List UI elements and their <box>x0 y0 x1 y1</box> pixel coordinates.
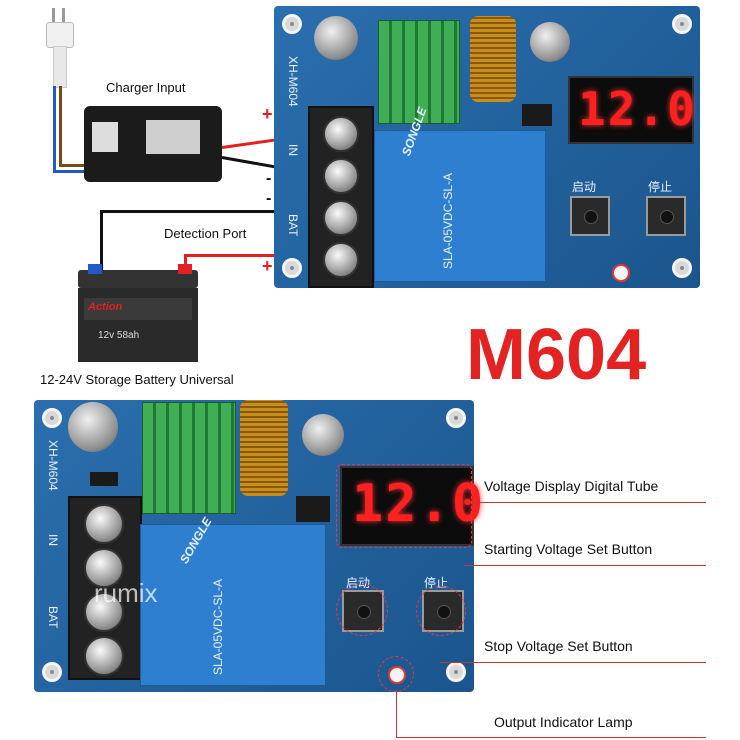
battery-spec: 12v 58ah <box>98 330 140 341</box>
top-start-button[interactable] <box>570 196 610 236</box>
callout-stop-button: Stop Voltage Set Button <box>484 638 633 654</box>
plug-wire-blue <box>53 86 56 172</box>
bottom-ic-chip <box>296 496 330 522</box>
top-circuit-board: XH-M604 IN BAT SONGLE SLA-05VDC-SL-A 12.… <box>274 6 700 288</box>
plug-wire-brown <box>59 86 62 166</box>
top-terminal-block <box>308 106 374 288</box>
detection-minus-sign: - <box>266 190 272 207</box>
bottom-capacitor-left <box>68 402 118 452</box>
bottom-inductor-coil <box>240 400 288 496</box>
detection-wire-red <box>184 254 306 257</box>
bottom-circuit-board: XH-M604 IN BAT SONGLE SLA-05VDC-SL-A 12.… <box>34 400 483 692</box>
battery-brand: Action <box>88 301 123 313</box>
bottom-terminal-bat-label: BAT <box>46 606 60 629</box>
top-capacitor-left <box>314 16 358 60</box>
charger-plus-sign: + <box>262 104 273 124</box>
top-board-label: XH-M604 <box>286 56 300 107</box>
top-stop-button-label: 停止 <box>648 180 673 194</box>
bottom-heatsink <box>142 402 236 514</box>
storage-battery: Action 12v 58ah <box>78 264 198 362</box>
battery-caption: 12-24V Storage Battery Universal <box>40 372 234 387</box>
top-relay-model: SLA-05VDC-SL-A <box>441 172 455 269</box>
bottom-voltage-display: 12.0 <box>340 466 483 546</box>
stop-button-highlight <box>416 586 466 636</box>
charger-adapter <box>84 106 222 182</box>
top-terminal-in-label: IN <box>286 144 300 156</box>
top-capacitor-right <box>530 22 570 62</box>
bottom-relay: SONGLE SLA-05VDC-SL-A <box>140 515 326 686</box>
led-highlight <box>378 656 414 692</box>
callout-start-button: Starting Voltage Set Button <box>484 541 653 557</box>
power-plug <box>44 8 74 98</box>
bottom-board-label: XH-M604 <box>46 440 60 491</box>
watermark-text: rumix <box>94 578 158 608</box>
display-highlight-outline <box>336 464 472 548</box>
top-heatsink <box>378 20 460 124</box>
charger-minus-sign: - <box>266 170 272 187</box>
top-start-button-label: 启动 <box>572 180 597 194</box>
bottom-relay-brand: SONGLE <box>177 515 215 566</box>
bottom-terminal-in-label: IN <box>46 534 60 546</box>
bottom-capacitor-right <box>302 414 344 456</box>
detection-port-label: Detection Port <box>164 226 247 241</box>
callout-voltage-display: Voltage Display Digital Tube <box>484 478 659 494</box>
start-button-highlight <box>336 584 388 636</box>
top-terminal-bat-label: BAT <box>286 214 300 237</box>
bottom-small-component <box>90 472 118 486</box>
detection-plus-sign: + <box>262 256 273 276</box>
top-indicator-led <box>612 264 630 282</box>
top-display-digits: 12.0 <box>578 82 697 136</box>
model-title: M604 <box>466 315 647 395</box>
callout-output-lamp: Output Indicator Lamp <box>494 714 633 730</box>
charger-input-label: Charger Input <box>106 80 186 95</box>
top-relay: SONGLE SLA-05VDC-SL-A <box>374 105 546 282</box>
top-ic-chip <box>522 104 552 126</box>
bottom-relay-model: SLA-05VDC-SL-A <box>211 578 225 675</box>
top-stop-button[interactable] <box>646 196 686 236</box>
top-voltage-display: 12.0 <box>568 76 697 144</box>
bottom-terminal-block <box>68 496 142 680</box>
detection-wire-black <box>100 210 306 213</box>
top-inductor-coil <box>470 16 516 102</box>
bottom-display-digits: 12.0 <box>352 474 486 534</box>
